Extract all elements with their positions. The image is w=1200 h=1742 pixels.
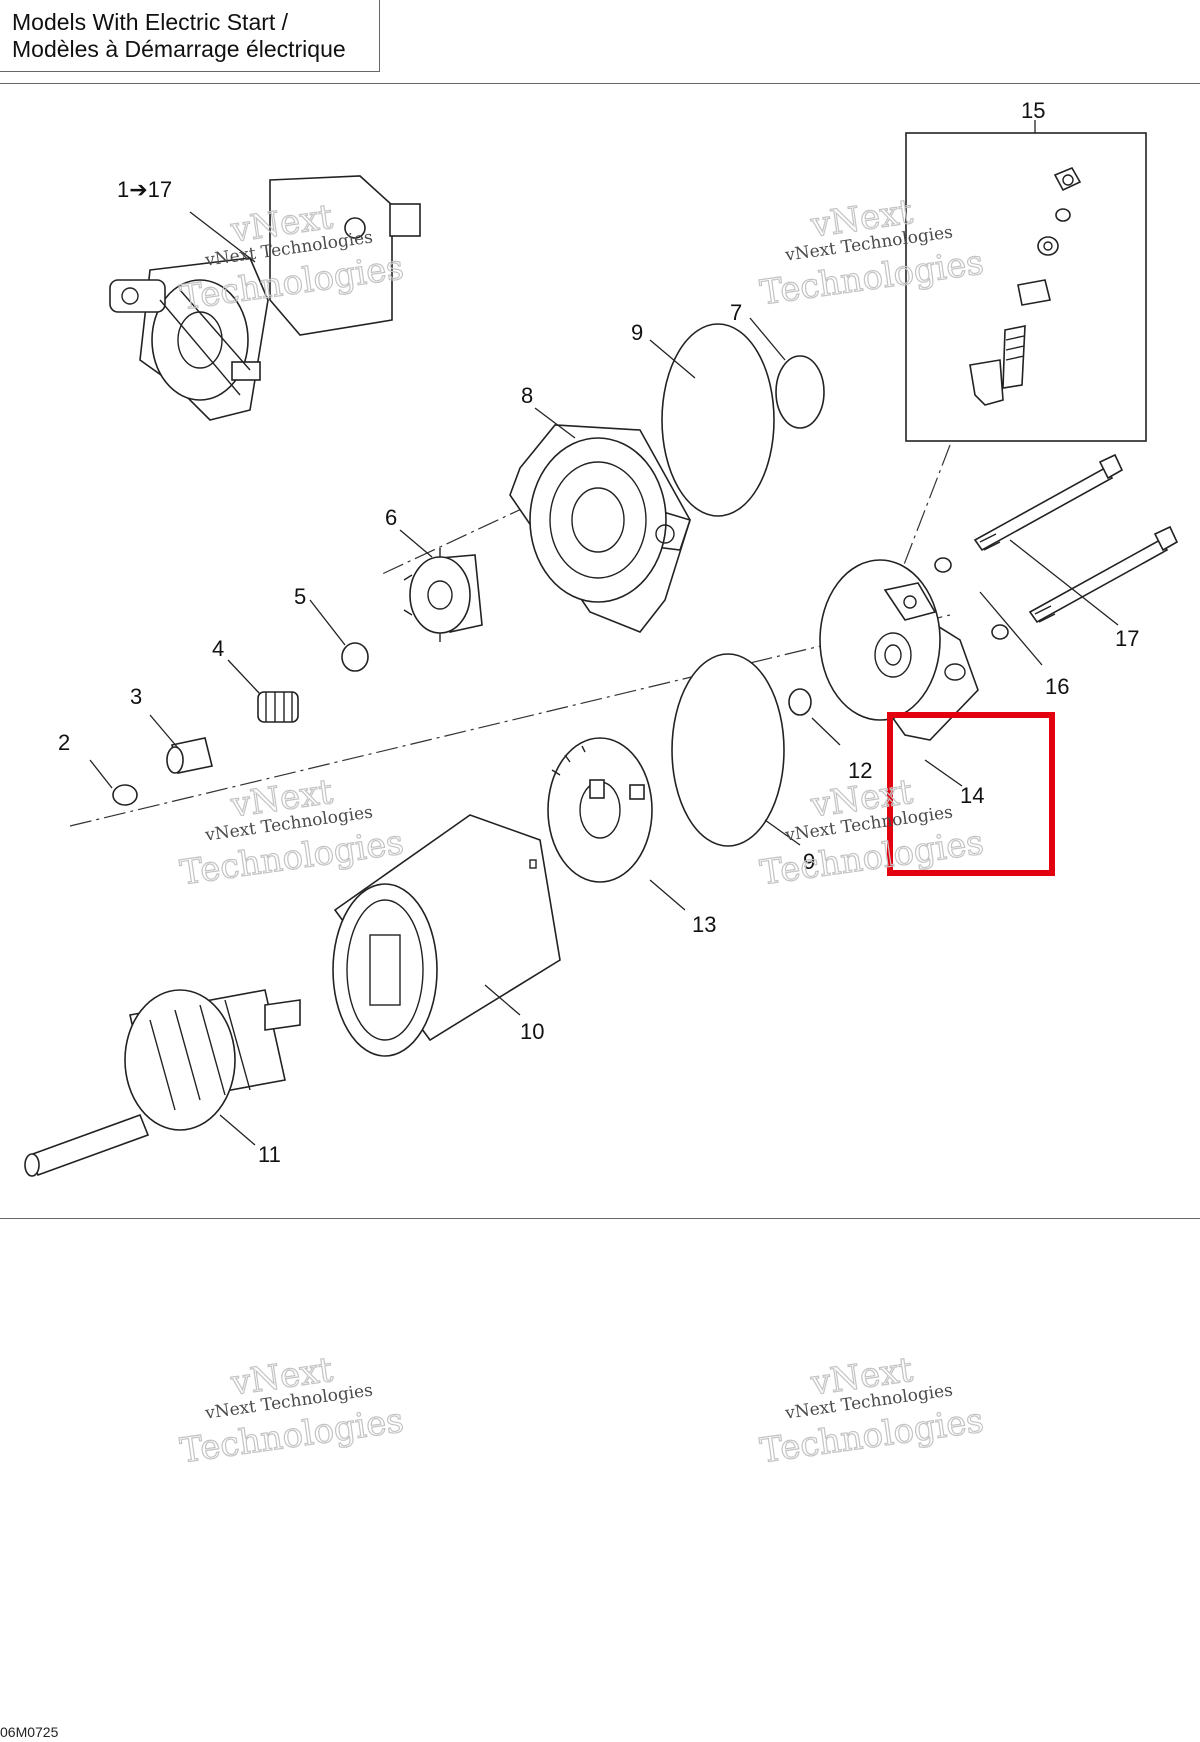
part-6-pinion-gear	[403, 548, 483, 642]
callout-3: 3	[130, 684, 142, 709]
highlight-box-part-14	[887, 712, 1055, 876]
complete-starter-drawing	[109, 175, 421, 421]
part-9-o-ring-upper	[661, 323, 775, 517]
part-11-armature	[24, 989, 301, 1177]
lower-assembly-axis	[69, 614, 951, 827]
callout-14: 14	[960, 783, 984, 808]
watermark-5: vNext vNext Technologies Technologies	[177, 1349, 407, 1472]
part-7-o-ring	[775, 355, 825, 429]
part-13-brush-plate	[547, 737, 653, 883]
part-15-inset-box	[905, 132, 1147, 442]
bracket-axis	[899, 444, 951, 576]
diagram-title-box: Models With Electric Start / Modèles à D…	[0, 0, 380, 72]
callout-13: 13	[692, 912, 716, 937]
callout-4: 4	[212, 636, 224, 661]
callout-5: 5	[294, 584, 306, 609]
title-french: Modèles à Démarrage électrique	[12, 36, 346, 62]
part-16-washer-upper	[934, 557, 952, 573]
callout-6: 6	[385, 505, 397, 530]
callout-11: 11	[258, 1142, 281, 1167]
part-12-ring	[788, 688, 812, 716]
part-14-rear-cover	[819, 559, 979, 741]
title-english: Models With Electric Start /	[12, 9, 289, 35]
callout-8: 8	[521, 383, 533, 408]
part-17-through-bolts	[973, 453, 1179, 624]
callout-7: 7	[730, 300, 742, 325]
callout-17: 17	[1115, 626, 1139, 651]
callout-1-17: 1➔17	[117, 177, 172, 202]
callout-15: 15	[1021, 98, 1045, 123]
upper-assembly-axis	[379, 504, 531, 576]
callout-9-lower: 9	[803, 849, 815, 874]
callout-9-upper: 9	[631, 320, 643, 345]
part-4-spring	[257, 691, 299, 723]
part-2-ring	[112, 784, 138, 806]
figure-code: 06M0725	[0, 1724, 59, 1740]
part-3-bushing	[166, 737, 213, 774]
callout-10: 10	[520, 1019, 544, 1044]
part-10-yoke-housing	[332, 814, 561, 1057]
callout-16: 16	[1045, 674, 1069, 699]
part-8-drive-housing	[509, 424, 692, 633]
callout-12: 12	[848, 758, 872, 783]
top-rule	[0, 83, 1200, 84]
watermark-6: vNext vNext Technologies Technologies	[757, 1349, 987, 1472]
bottom-rule	[0, 1218, 1200, 1219]
callout-2: 2	[58, 730, 70, 755]
part-5-ring	[341, 642, 369, 672]
part-9-o-ring-lower	[671, 653, 785, 847]
leader-lines	[89, 120, 1119, 1146]
watermark-2: vNext vNext Technologies Technologies	[757, 191, 987, 314]
watermark-3: vNext vNext Technologies Technologies	[177, 771, 407, 894]
part-16-washer-lower	[991, 624, 1009, 640]
